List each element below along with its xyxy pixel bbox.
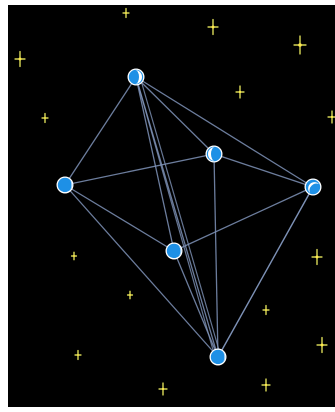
star-sparkle	[15, 52, 25, 67]
graph-node-n1[interactable]	[128, 69, 145, 86]
graph-edge	[65, 185, 174, 251]
star-sparkle	[317, 338, 327, 353]
star-sparkle	[75, 351, 81, 360]
star-sparkle	[312, 250, 322, 265]
graph-edge	[214, 154, 218, 357]
starfield-layer	[15, 9, 335, 396]
star-sparkle	[72, 252, 77, 260]
node-layer[interactable]	[57, 69, 322, 366]
graph-node-n4[interactable]	[166, 243, 183, 260]
graph-edge	[65, 154, 214, 185]
graph-edge	[218, 187, 313, 357]
graph-node-n6[interactable]	[305, 179, 322, 196]
edge-layer	[65, 77, 313, 357]
star-sparkle	[128, 291, 133, 299]
star-sparkle	[262, 379, 270, 391]
star-sparkle	[263, 306, 269, 315]
puzzle-canvas	[8, 5, 335, 407]
graph-edge	[65, 77, 136, 185]
graph-edge	[65, 185, 218, 357]
graph-edge	[174, 187, 313, 251]
graph-node-n3[interactable]	[206, 146, 223, 163]
star-sparkle	[42, 114, 48, 123]
star-sparkle	[123, 9, 129, 18]
star-sparkle	[236, 86, 244, 98]
graph-node-n5[interactable]	[210, 349, 227, 366]
star-sparkle	[328, 111, 335, 123]
game-board	[8, 5, 335, 407]
star-sparkle	[159, 383, 167, 395]
graph-edge	[214, 154, 313, 187]
star-sparkle	[294, 36, 306, 54]
graph-edge	[174, 251, 218, 357]
graph-node-n2[interactable]	[57, 177, 74, 194]
star-sparkle	[208, 20, 218, 35]
